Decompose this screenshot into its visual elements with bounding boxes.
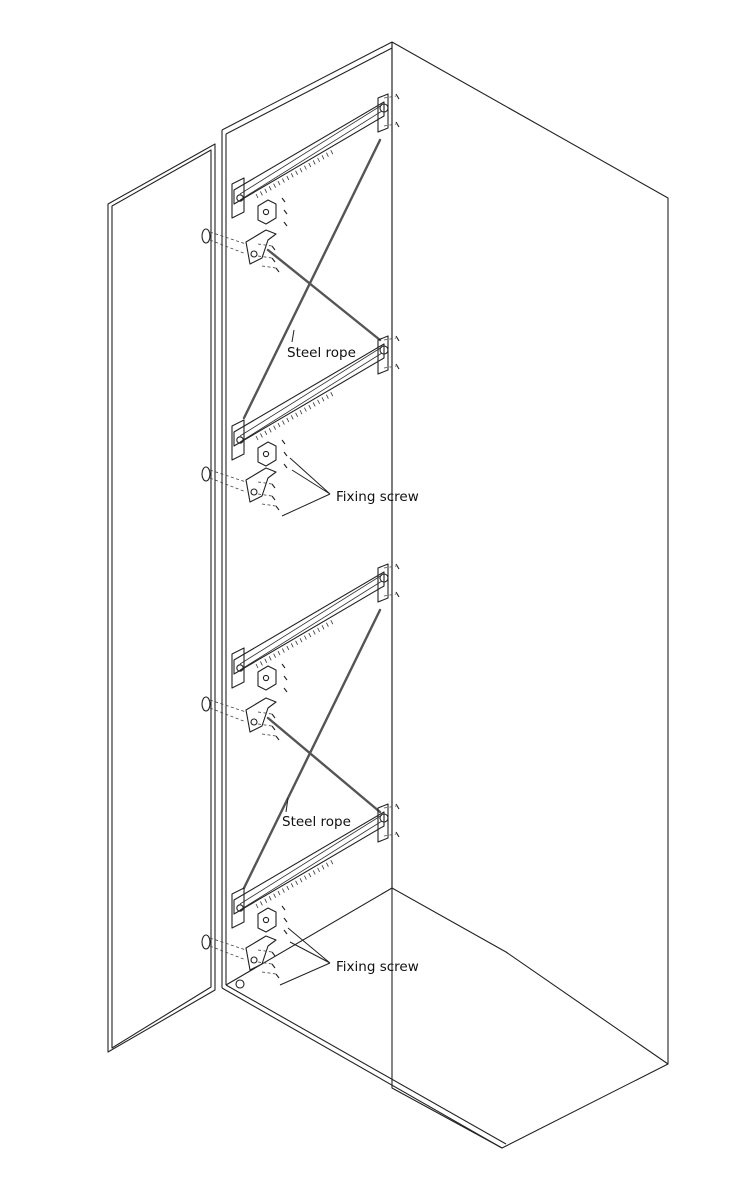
steel-ropes xyxy=(242,138,382,890)
mount-block-1 xyxy=(257,197,288,227)
slide-rail-2 xyxy=(231,335,400,461)
foot-icon xyxy=(235,979,245,989)
cabinet-carcass xyxy=(221,41,669,1149)
hinge-1 xyxy=(201,228,280,273)
label-fixing-screw-lower: Fixing screw xyxy=(336,959,419,975)
steel-rope-lower-b xyxy=(266,716,382,814)
slide-rails xyxy=(231,93,400,929)
hinge-hardware xyxy=(201,197,288,989)
leader-steel-rope-lower xyxy=(285,797,289,813)
mount-block-2 xyxy=(257,439,288,469)
cabinet-back-panel xyxy=(391,41,669,1149)
label-fixing-screw-upper: Fixing screw xyxy=(336,489,419,505)
slide-rail-4 xyxy=(231,803,400,929)
hinge-4 xyxy=(201,934,280,979)
leader-fixing-screw-upper xyxy=(281,457,331,517)
leader-lines xyxy=(279,329,331,986)
hinge-3 xyxy=(201,696,280,741)
cabinet-side-panel xyxy=(221,41,393,988)
slide-rail-1 xyxy=(231,93,400,219)
label-steel-rope-lower: Steel rope xyxy=(282,814,351,830)
door-panel xyxy=(107,143,216,1053)
steel-rope-upper-b xyxy=(266,248,382,342)
mount-block-3 xyxy=(257,663,288,693)
cabinet-bottom-edge xyxy=(221,887,669,1149)
mount-block-4 xyxy=(257,905,288,935)
steel-rope-upper-a xyxy=(242,138,382,420)
leader-steel-rope-upper xyxy=(291,329,295,343)
slide-rail-3 xyxy=(231,563,400,689)
steel-rope-lower-a xyxy=(242,608,382,890)
leader-fixing-screw-lower xyxy=(279,927,331,986)
hinge-2 xyxy=(201,466,280,511)
label-steel-rope-upper: Steel rope xyxy=(287,345,356,361)
